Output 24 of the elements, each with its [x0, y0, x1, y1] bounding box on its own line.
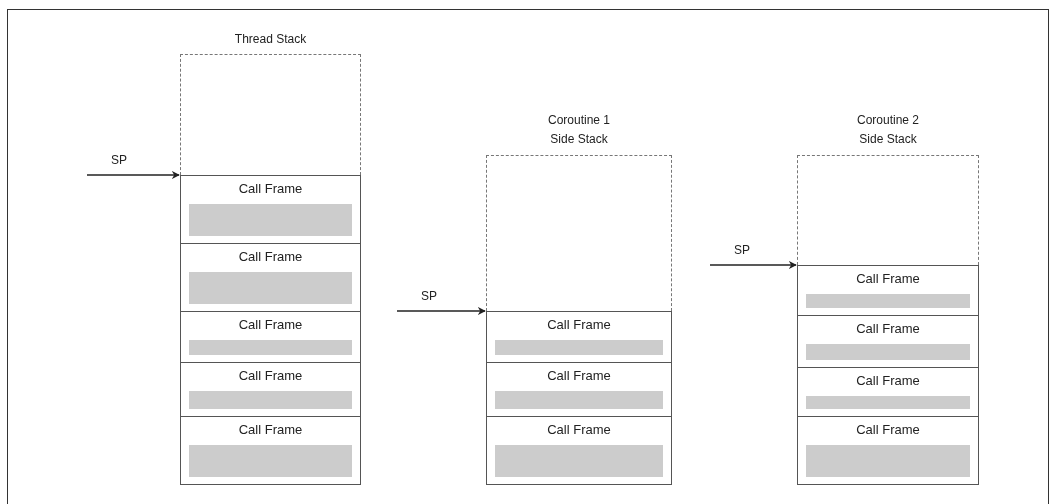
- stack-pointer-label: SP: [707, 242, 777, 272]
- free-stack-space: [797, 155, 979, 265]
- frame-label: Call Frame: [855, 320, 921, 338]
- frame-label: Call Frame: [237, 316, 304, 334]
- frame-label: Call Frame: [237, 248, 304, 266]
- stack-pointer-label: SP: [394, 288, 464, 318]
- frame-label: Call Frame: [855, 421, 921, 439]
- frame-label: Call Frame: [546, 367, 612, 385]
- stack-heading: Thread Stack: [233, 30, 308, 48]
- stack-pointer-arrow: [709, 261, 797, 269]
- stack-pointer-arrow: [396, 307, 486, 315]
- free-stack-space: [486, 155, 672, 311]
- frame-label: Call Frame: [237, 421, 304, 439]
- stack-heading: Coroutine 2 Side Stack: [855, 112, 920, 148]
- frame-label: Call Frame: [546, 421, 612, 439]
- stack-heading: Coroutine 1 Side Stack: [546, 112, 611, 148]
- frame-label: Call Frame: [237, 367, 304, 385]
- frame-label: Call Frame: [546, 316, 612, 334]
- stack-pointer-arrow: [86, 171, 180, 179]
- frame-label: Call Frame: [855, 270, 921, 288]
- frame-label: Call Frame: [237, 180, 304, 198]
- free-stack-space: [180, 54, 361, 175]
- stack-pointer-label: SP: [84, 152, 154, 182]
- frame-label: Call Frame: [855, 372, 921, 390]
